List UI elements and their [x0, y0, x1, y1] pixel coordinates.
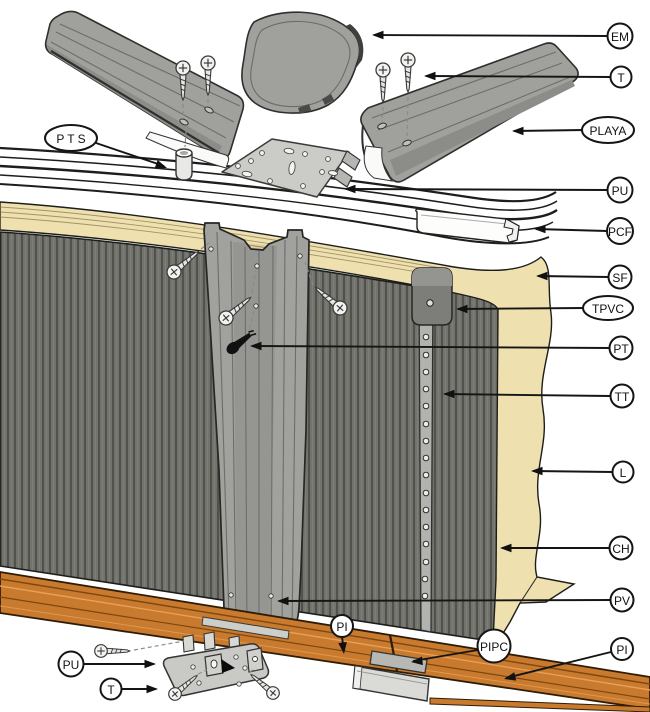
- svg-text:T: T: [617, 71, 625, 85]
- callout-tt: TT: [443, 383, 635, 409]
- rail-connector-pipc: [352, 634, 430, 702]
- svg-text:PT: PT: [613, 342, 629, 356]
- svg-text:PU: PU: [612, 184, 629, 198]
- wall-clip-tpvc: [411, 267, 453, 326]
- callout-ch: CH: [500, 535, 634, 561]
- callout-sf: SF: [536, 264, 633, 290]
- callout-pipc: PIPC: [410, 628, 512, 667]
- liner-fold-crease: [519, 576, 538, 604]
- svg-text:PV: PV: [614, 594, 630, 608]
- bottom-rail: [0, 571, 650, 712]
- svg-text:SF: SF: [612, 271, 627, 285]
- rivet-strip: [418, 287, 434, 633]
- svg-text:CH: CH: [612, 542, 629, 556]
- rail-joint-strip: [201, 616, 290, 640]
- callout-playa: PLAYA: [512, 116, 635, 144]
- svg-text:PLAYA: PLAYA: [590, 124, 627, 138]
- callout-pi-right: PI: [503, 637, 634, 684]
- svg-text:P T S: P T S: [56, 132, 85, 146]
- upright-post: [203, 222, 310, 643]
- svg-text:TT: TT: [615, 390, 630, 404]
- svg-text:PI: PI: [616, 643, 627, 657]
- top-rail-section-left: [44, 10, 245, 169]
- callout-pi-left: PI: [330, 614, 354, 655]
- callout-pu-top: PU: [344, 176, 634, 204]
- base-plate-assembly: [94, 631, 283, 704]
- callout-pcf: PCF: [534, 217, 634, 245]
- callouts: EM T PLAYA P T S PU: [44, 22, 635, 701]
- wall-screws: [163, 242, 351, 355]
- callout-pu-bottom: PU: [57, 650, 156, 678]
- end-cap-em: [241, 11, 364, 114]
- svg-text:PU: PU: [63, 658, 80, 672]
- svg-text:L: L: [620, 466, 627, 480]
- coping-profile-pcf: [415, 208, 520, 244]
- callout-pts: P T S: [44, 124, 169, 173]
- callout-pv: PV: [277, 587, 635, 613]
- svg-text:T: T: [107, 683, 115, 697]
- callout-em: EM: [372, 22, 634, 50]
- svg-text:TPVC: TPVC: [592, 302, 624, 316]
- callout-pt: PT: [250, 335, 634, 361]
- callout-l: L: [531, 460, 635, 484]
- callout-t-bottom: T: [99, 677, 158, 701]
- svg-text:PCF: PCF: [608, 225, 632, 239]
- callout-tpvc: TPVC: [456, 295, 634, 321]
- top-rail-section-right: [360, 42, 579, 183]
- top-ledge-bands: [0, 146, 558, 245]
- svg-text:PIPC: PIPC: [480, 640, 508, 654]
- union-plate-top: [221, 138, 361, 198]
- sleeve-pts: [175, 130, 193, 181]
- callout-t-top: T: [424, 65, 633, 89]
- black-rivet-pt: [226, 329, 257, 355]
- svg-text:EM: EM: [611, 30, 629, 44]
- svg-text:PI: PI: [336, 620, 347, 634]
